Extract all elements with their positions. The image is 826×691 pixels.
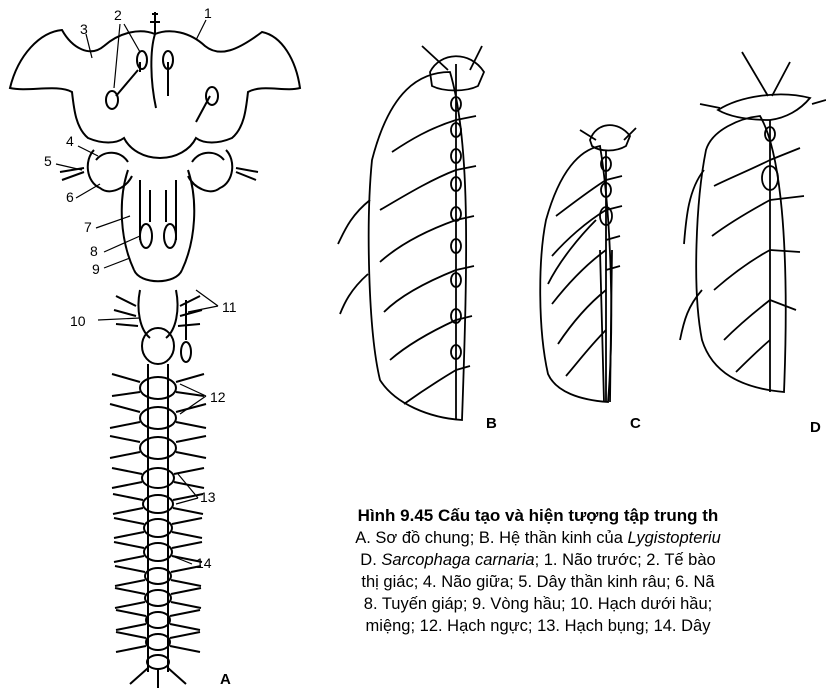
label-12: 12: [210, 389, 226, 405]
figure-caption: Hình 9.45 Cấu tạo và hiện tượng tập trun…: [250, 505, 826, 637]
panel-a-ganglia: [140, 377, 176, 669]
panel-a-lateral-nerves: [110, 374, 206, 688]
panel-c-drawing: [540, 125, 636, 402]
label-3: 3: [80, 21, 88, 37]
panel-label-c: C: [630, 415, 641, 432]
panel-label-b: B: [486, 415, 497, 432]
caption-line-2: D. Sarcophaga carnaria; 1. Não trước; 2.…: [250, 549, 826, 571]
panel-label-d: D: [810, 419, 821, 436]
label-9: 9: [92, 261, 100, 277]
label-5: 5: [44, 153, 52, 169]
label-6: 6: [66, 189, 74, 205]
caption-species-sarcophaga: Sarcophaga carnaria: [381, 551, 534, 569]
label-14: 14: [196, 555, 212, 571]
caption-line-2-prefix: D.: [360, 551, 381, 569]
caption-line-5: miệng; 12. Hạch ngực; 13. Hạch bụng; 14.…: [250, 615, 826, 637]
label-10: 10: [70, 313, 86, 329]
label-1: 1: [204, 5, 212, 21]
label-4: 4: [66, 133, 74, 149]
label-8: 8: [90, 243, 98, 259]
caption-line-3: thị giác; 4. Não giữa; 5. Dây thần kinh …: [250, 571, 826, 593]
label-2: 2: [114, 7, 122, 23]
label-11: 11: [222, 299, 237, 315]
label-13: 13: [200, 489, 216, 505]
caption-species-lygistopterus: Lygistopteriu: [627, 529, 720, 547]
caption-line-1-text: A. Sơ đồ chung; B. Hệ thần kinh của: [355, 529, 627, 547]
panel-label-a: A: [220, 671, 231, 688]
panel-b-drawing: [338, 46, 484, 420]
caption-line-1: A. Sơ đồ chung; B. Hệ thần kinh của Lygi…: [250, 527, 826, 549]
panel-d-drawing: [680, 52, 826, 392]
caption-title: Hình 9.45 Cấu tạo và hiện tượng tập trun…: [250, 505, 826, 527]
caption-line-4: 8. Tuyến giáp; 9. Vòng hầu; 10. Hạch dướ…: [250, 593, 826, 615]
label-7: 7: [84, 219, 92, 235]
caption-line-2-suffix: ; 1. Não trước; 2. Tế bào: [535, 551, 716, 569]
